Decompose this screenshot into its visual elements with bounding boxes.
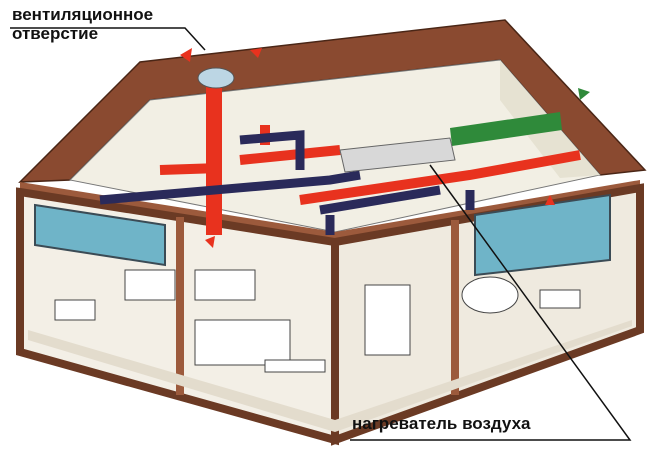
inflow-arrow-icon [578, 88, 590, 100]
vent-cap [197, 67, 235, 89]
vent-leader-line [10, 27, 206, 51]
vent-label-line1: вентиляционное [12, 5, 154, 24]
vent-label: вентиляционное отверстие [12, 5, 153, 43]
vent-label-line2: отверстие [12, 24, 99, 43]
fresh-air-duct [450, 112, 562, 146]
heater-box [339, 137, 456, 173]
radiator [539, 289, 581, 309]
radiator [54, 299, 96, 321]
table [264, 359, 326, 373]
window-right [474, 193, 611, 277]
bed [124, 269, 176, 301]
kitchen-counter [194, 319, 291, 366]
fridge [364, 284, 411, 356]
outflow-arrow-icon [180, 48, 192, 62]
window-left [34, 203, 166, 267]
vent-stack [206, 85, 222, 235]
kitchen-cabinets [194, 269, 256, 301]
heater-leader-line [350, 164, 632, 441]
floor [28, 320, 632, 432]
heater-label: нагреватель воздуха [352, 414, 531, 433]
armchair [461, 276, 519, 314]
outflow-arrow-icon [250, 48, 262, 58]
airflow-arrow-icon [545, 195, 555, 205]
airflow-arrow-icon [205, 236, 215, 248]
supply-duct [159, 125, 581, 205]
return-duct [99, 130, 475, 235]
